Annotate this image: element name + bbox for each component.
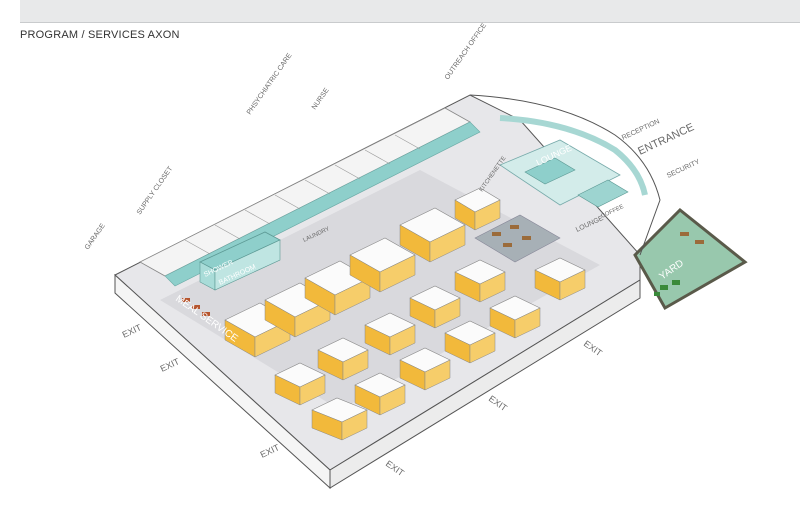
pod: [349, 237, 416, 293]
yard-furniture: [654, 232, 704, 296]
lounge-block: [524, 157, 576, 185]
pod: [454, 259, 506, 303]
label-exit: EXIT: [582, 338, 605, 358]
room-dividers: [184, 134, 421, 255]
pod: [399, 207, 466, 263]
pod: [354, 372, 406, 416]
coffee-block: [577, 179, 629, 208]
yard: [633, 207, 748, 311]
label-security: SECURITY: [666, 158, 701, 179]
label-exit: EXIT: [487, 393, 510, 413]
label-exit: EXIT: [259, 442, 282, 460]
pod: [534, 257, 586, 301]
dining-area: [474, 214, 561, 263]
entrance-wall: [469, 94, 661, 256]
label-psych: PHSYCHIATRIC CARE: [246, 52, 294, 116]
label-exit: EXIT: [121, 322, 144, 340]
meal-tables: [182, 298, 210, 316]
pod: [311, 397, 368, 441]
label-nurse: NURSE: [311, 87, 331, 111]
pod: [409, 285, 461, 329]
pod: [317, 337, 369, 381]
pod: [444, 320, 496, 364]
pod: [364, 312, 416, 356]
label-supply: SUPPLY CLOSET: [136, 165, 175, 216]
pod: [399, 347, 451, 391]
label-outreach: OUTREACH OFFICE: [444, 22, 488, 81]
pod-grid: [224, 187, 586, 441]
pod: [454, 187, 501, 231]
label-exit: EXIT: [384, 458, 407, 478]
dining-tables: [492, 225, 531, 247]
pod: [274, 362, 326, 406]
label-exit: EXIT: [159, 356, 182, 374]
top-bar: [20, 0, 800, 23]
page-title: PROGRAM / SERVICES AXON: [20, 29, 180, 41]
label-coffee: COFFEE: [600, 204, 625, 220]
wall-south-east: [329, 279, 641, 489]
pod: [489, 295, 541, 339]
label-garage: GARAGE: [84, 222, 107, 251]
